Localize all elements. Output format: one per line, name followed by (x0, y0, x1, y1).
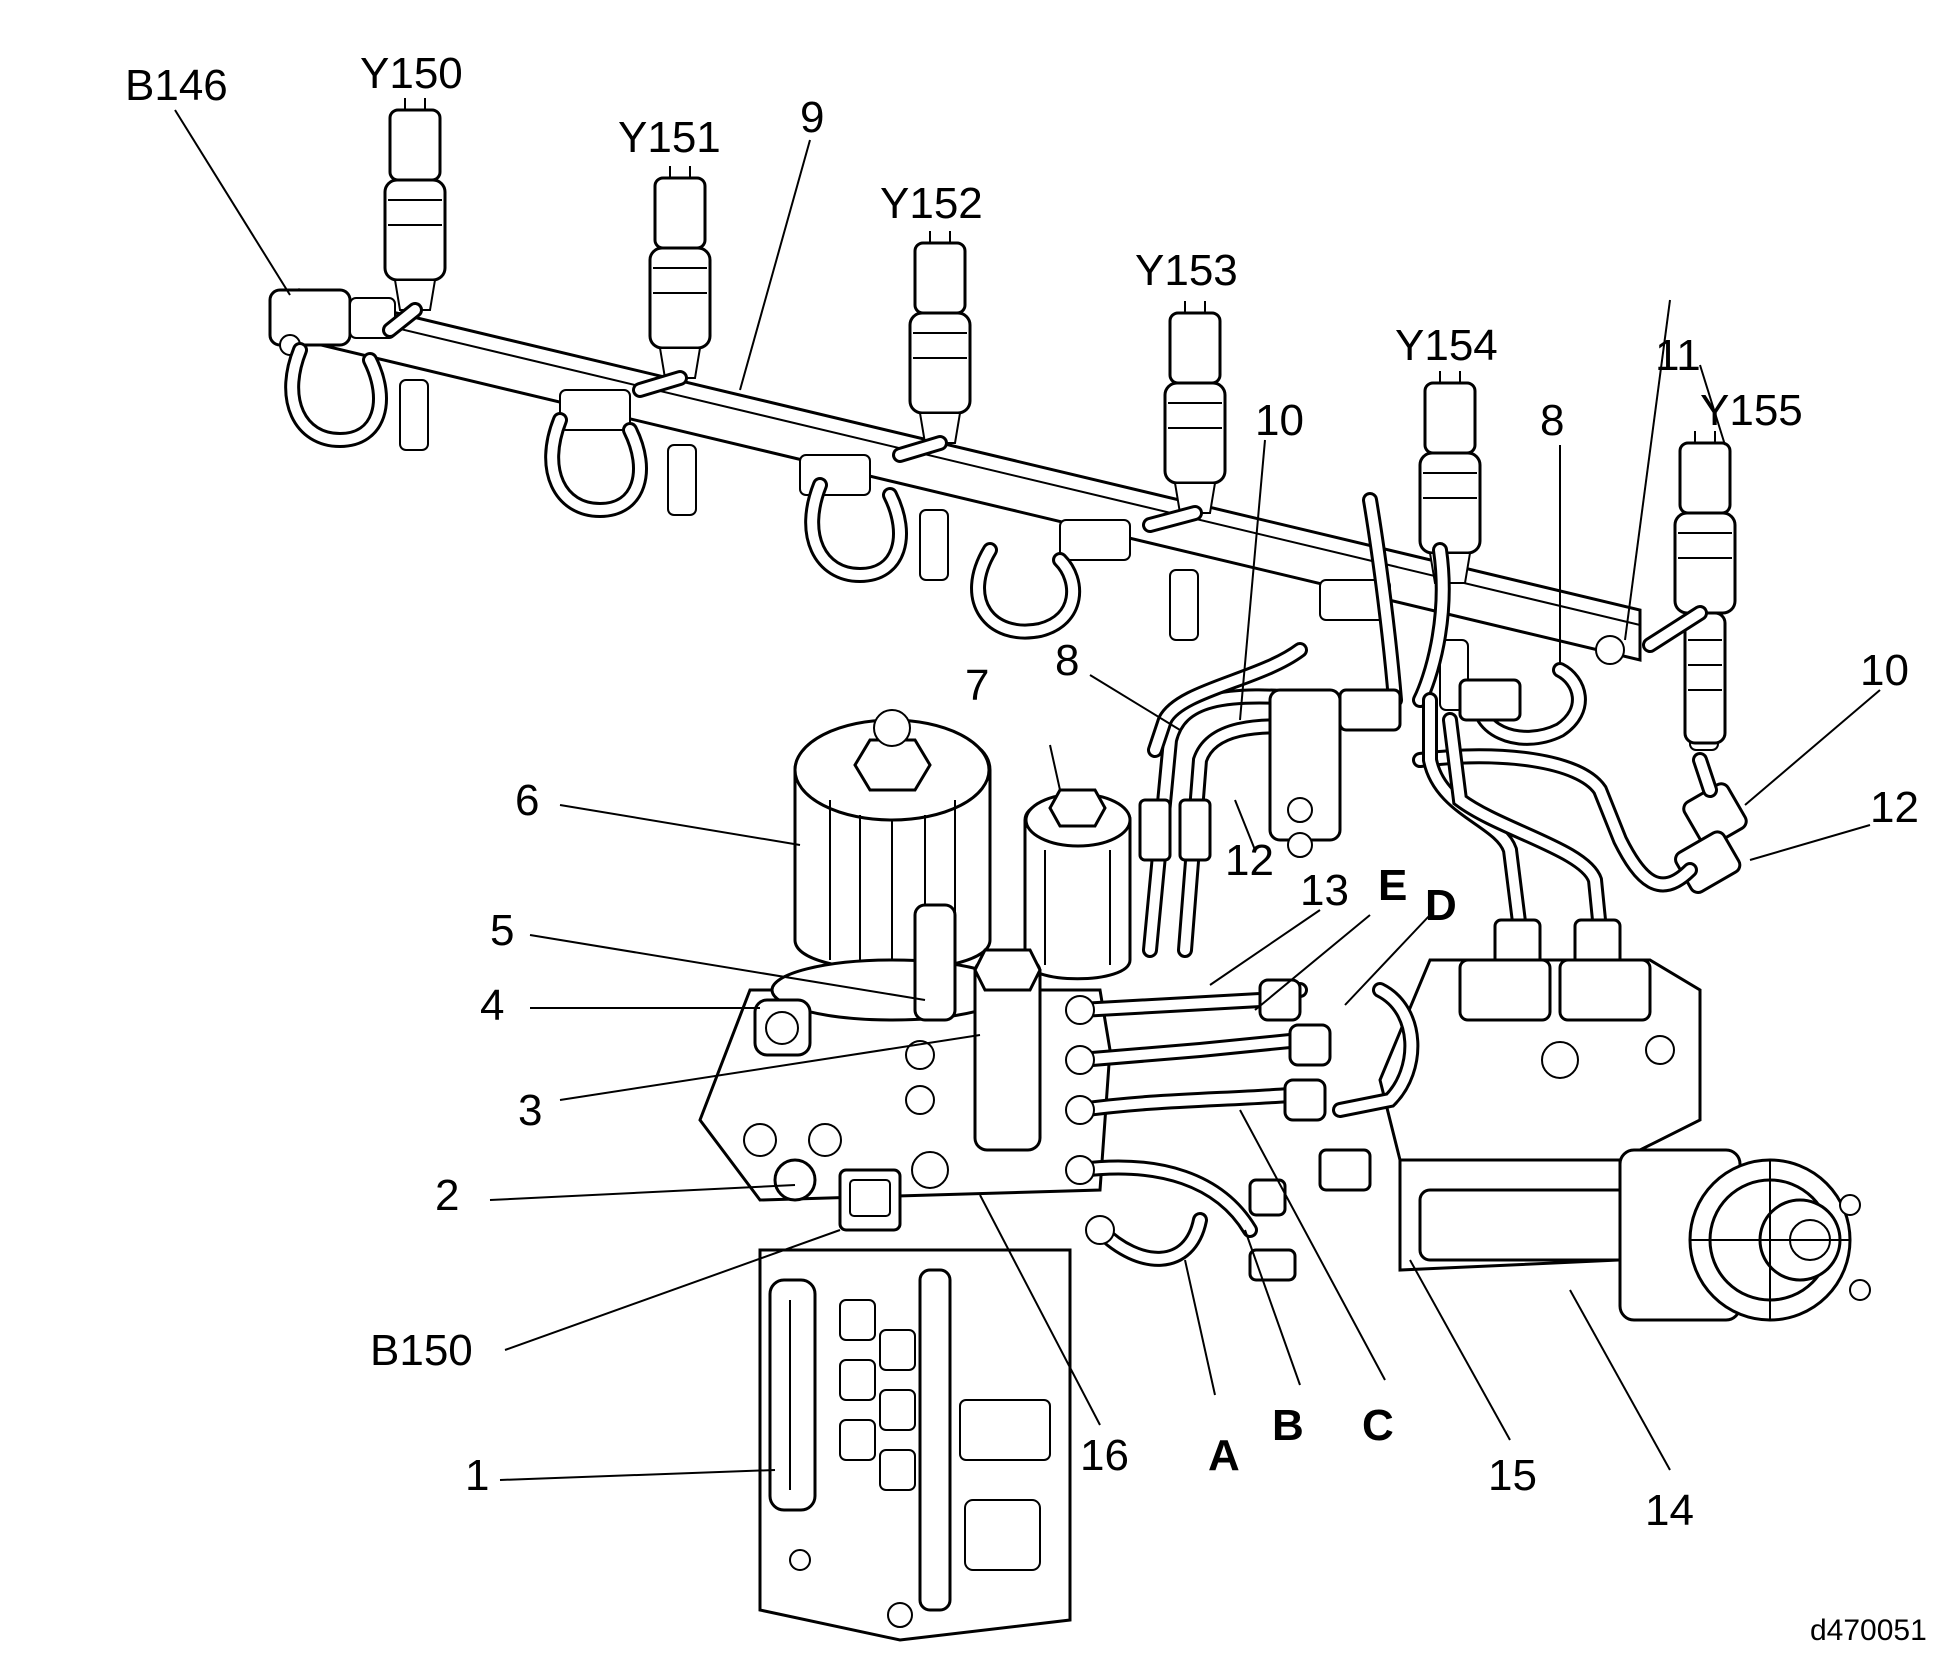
high-pressure-pump (1378, 958, 1742, 1322)
label-d: D (1425, 881, 1457, 930)
label-c: C (1362, 1401, 1394, 1450)
label-13: 13 (1300, 866, 1349, 915)
injector-y150 (383, 98, 447, 311)
injector-y151 (648, 166, 712, 379)
label-b: B (1272, 1401, 1304, 1450)
label-y154: Y154 (1395, 321, 1498, 370)
label-10-right: 10 (1860, 646, 1909, 695)
callout-labels: B146 Y150 Y151 9 Y152 Y153 Y154 11 Y155 … (125, 49, 1927, 1647)
fuel-filter-6 (793, 709, 992, 972)
label-4: 4 (480, 981, 504, 1030)
leader-lines (174, 109, 1881, 1481)
label-12-right: 12 (1870, 783, 1919, 832)
filter-head (698, 903, 1112, 1232)
label-b150: B150 (370, 1326, 473, 1375)
label-2: 2 (435, 1171, 459, 1220)
right-fittings (1412, 748, 1748, 894)
label-9: 9 (800, 93, 824, 142)
label-16: 16 (1080, 1431, 1129, 1480)
label-y153: Y153 (1135, 246, 1238, 295)
label-8-top: 8 (1540, 396, 1564, 445)
label-3: 3 (518, 1086, 542, 1135)
label-14: 14 (1645, 1486, 1694, 1535)
feed-lines (1147, 642, 1342, 858)
injector-y155 (1673, 431, 1737, 745)
injector-feeds (382, 302, 1708, 653)
return-loops (284, 342, 1587, 746)
rail-pressure-sensor-b146 (268, 288, 396, 356)
label-y155: Y155 (1700, 386, 1803, 435)
label-5: 5 (490, 906, 514, 955)
label-1: 1 (465, 1451, 489, 1500)
drive-gear (1688, 1158, 1871, 1322)
figure-reference: d470051 (1810, 1614, 1927, 1647)
engine-control-unit (758, 1248, 1072, 1642)
injector-y153 (1163, 301, 1227, 514)
fuel-filter-7 (1023, 788, 1132, 981)
label-15: 15 (1488, 1451, 1537, 1500)
label-8-mid: 8 (1055, 636, 1079, 685)
label-y150: Y150 (360, 49, 463, 98)
low-pressure-hoses (1065, 978, 1420, 1282)
label-b146: B146 (125, 61, 228, 110)
label-12-mid: 12 (1225, 836, 1274, 885)
label-7: 7 (965, 661, 989, 710)
injector-y154 (1418, 371, 1482, 584)
label-6: 6 (515, 776, 539, 825)
label-10-top: 10 (1255, 396, 1304, 445)
label-y151: Y151 (618, 113, 721, 162)
label-e: E (1378, 861, 1407, 910)
label-11: 11 (1655, 331, 1701, 380)
label-a: A (1208, 1431, 1240, 1480)
label-y152: Y152 (880, 179, 983, 228)
injector-y152 (908, 231, 972, 444)
